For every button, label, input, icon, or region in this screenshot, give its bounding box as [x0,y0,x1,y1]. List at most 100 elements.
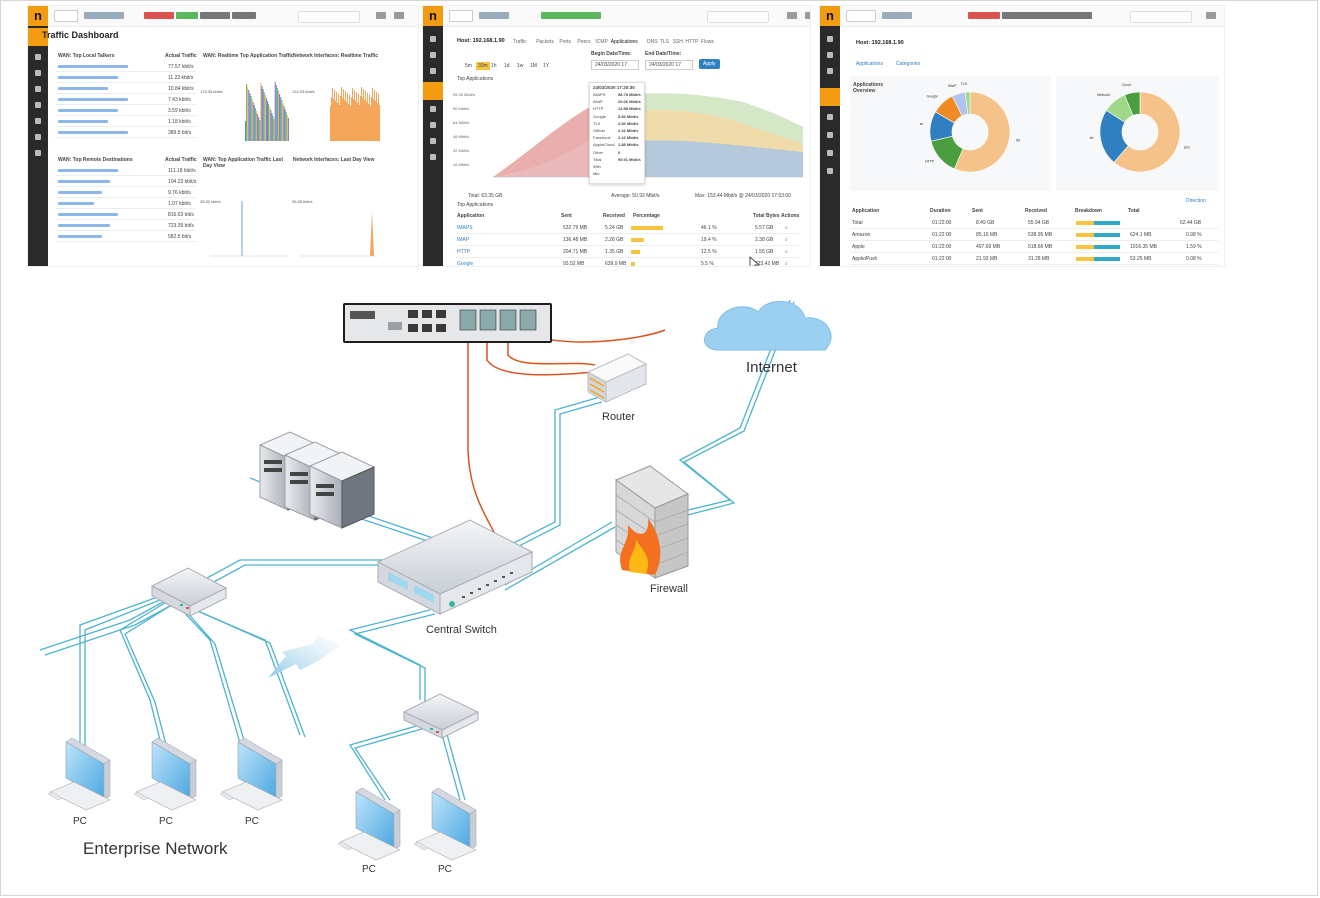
developer-icon[interactable] [430,138,436,144]
remote-host-link[interactable] [58,202,94,205]
range-button[interactable]: 1w [517,63,524,69]
interface-select[interactable] [54,10,78,22]
search-action-icon[interactable]: ⌕ [785,225,788,231]
flows-icon[interactable] [35,70,41,76]
flows-badge[interactable] [176,12,198,19]
sidebar-item-hosts[interactable] [820,88,840,106]
table-header[interactable]: Received [603,213,625,219]
devices-badge[interactable] [200,12,230,19]
range-button[interactable]: 30m [476,62,490,70]
range-button[interactable]: 1Y [543,63,550,69]
table-header[interactable]: Percentage [633,213,660,219]
help-icon[interactable] [430,154,436,160]
host-tab[interactable]: Traffic [513,39,527,45]
settings-icon[interactable] [35,118,41,124]
table-header[interactable]: Actions [781,213,800,219]
top-apps-dropdown[interactable]: Top Applications [457,76,494,82]
host-tab[interactable]: ICMP [595,39,608,45]
alert-icon[interactable] [430,52,436,58]
table-header[interactable]: Breakdown [1075,208,1102,214]
host-tab[interactable]: HTTP [685,39,699,45]
hosts-badge[interactable] [232,12,256,19]
remote-host-link[interactable] [58,235,102,238]
direction-dropdown[interactable]: Direction [1186,198,1206,204]
remote-host-link[interactable] [58,169,118,172]
interface-select[interactable] [846,10,876,22]
dashboard-icon[interactable] [430,36,436,42]
talker-host-link[interactable] [58,65,128,68]
interface-icon[interactable] [827,114,833,120]
host-tab[interactable]: DNS [647,39,658,45]
host-tab[interactable]: Applications [610,39,638,45]
subtab-applications[interactable]: Applications [856,61,883,67]
dashboard-icon[interactable] [827,36,833,42]
search-input[interactable] [1130,11,1192,23]
table-header[interactable]: Total [1128,208,1140,214]
notifications-icon[interactable] [1206,12,1216,19]
begin-datetime-input[interactable]: 24/03/2020 17 [591,60,639,70]
search-input[interactable] [707,11,769,23]
app-link[interactable]: IMAPS [457,225,473,231]
help-icon[interactable] [35,150,41,156]
remote-host-link[interactable] [58,213,118,216]
alerts-badge[interactable] [968,12,1000,19]
app-link[interactable]: IMAP [457,237,470,243]
table-header[interactable]: Total Bytes [753,213,780,219]
developer-icon[interactable] [827,150,833,156]
notifications-icon[interactable] [787,12,797,19]
table-header[interactable]: Application [457,213,485,219]
range-button[interactable]: 1M [530,63,537,69]
user-icon[interactable] [394,12,404,19]
status-badges[interactable] [541,12,601,19]
settings-icon[interactable] [827,132,833,138]
remote-host-link[interactable] [58,180,110,183]
table-header[interactable]: Duration [930,208,951,214]
range-button[interactable]: 1d [504,63,510,69]
help-icon[interactable] [827,168,833,174]
app-link[interactable]: Google [457,261,474,266]
talker-host-link[interactable] [58,109,118,112]
talker-host-link[interactable] [58,131,128,134]
apply-button[interactable]: Apply [699,59,720,69]
host-tab[interactable]: Packets [536,39,554,45]
talker-host-link[interactable] [58,76,118,79]
talker-host-link[interactable] [58,87,108,90]
subtab-categories[interactable]: Categories [896,61,921,67]
alert-icon[interactable] [35,54,41,60]
hosts-icon[interactable] [35,86,41,92]
host-tab[interactable]: Ports [559,39,572,45]
table-header[interactable]: Received [1025,208,1047,214]
flows-icon[interactable] [430,68,436,74]
host-tab[interactable]: TLS [659,39,669,45]
end-datetime-input[interactable]: 24/03/2020 17 [645,60,693,70]
status-badges[interactable] [1002,12,1092,19]
interface-icon[interactable] [430,106,436,112]
remote-host-link[interactable] [58,224,110,227]
table-applications-dropdown[interactable]: Top Applications [457,202,494,208]
flows-icon[interactable] [827,68,833,74]
notifications-icon[interactable] [376,12,386,19]
interface-select[interactable] [449,10,473,22]
search-action-icon[interactable]: ⌕ [785,261,788,266]
alerts-badge[interactable] [144,12,174,19]
host-tab[interactable]: Peers [577,39,591,45]
table-header[interactable]: Sent [972,208,983,214]
search-input[interactable] [298,11,360,23]
sidebar-item-hosts[interactable] [423,82,443,100]
table-header[interactable]: Application [852,208,880,214]
talker-host-link[interactable] [58,120,108,123]
talker-host-link[interactable] [58,98,128,101]
remote-host-link[interactable] [58,191,102,194]
user-icon[interactable] [805,12,810,19]
app-link[interactable]: HTTP [457,249,471,255]
settings-icon[interactable] [430,122,436,128]
host-tab[interactable]: Flows [700,39,714,45]
range-button[interactable]: 5m [465,63,472,69]
interface-icon[interactable] [35,102,41,108]
developer-icon[interactable] [35,134,41,140]
host-tab[interactable]: SSH [672,39,683,45]
alert-icon[interactable] [827,52,833,58]
sidebar-item-dashboard[interactable] [28,28,48,46]
search-action-icon[interactable]: ⌕ [785,237,788,243]
search-action-icon[interactable]: ⌕ [785,249,788,255]
